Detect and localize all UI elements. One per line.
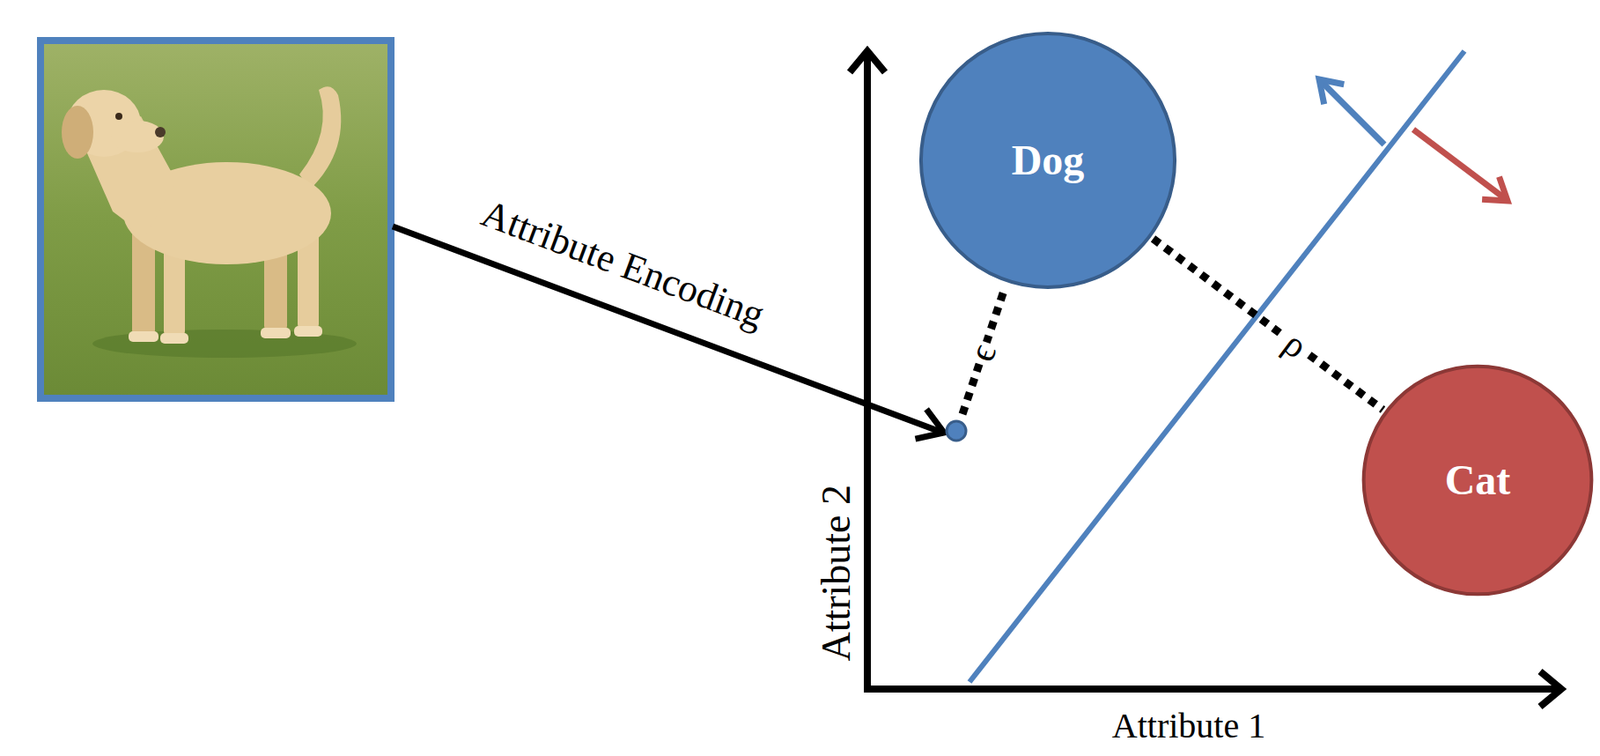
distance-symbol: ρ (1271, 319, 1320, 370)
dog-nose (154, 126, 166, 138)
circle-shape (1364, 366, 1593, 595)
dog-paw (260, 327, 291, 339)
class-name: Dog (1011, 137, 1085, 185)
y-axis-head (849, 51, 885, 73)
side-arrow (1320, 81, 1385, 145)
x-axis (863, 685, 1560, 693)
side-arrowhead (1319, 79, 1344, 104)
side-arrowhead (1482, 176, 1508, 201)
decision-boundary (969, 51, 1465, 682)
encoding-arrow (392, 226, 941, 432)
grass-ground (40, 40, 391, 399)
dog-snout (110, 120, 164, 153)
class-name: Cat (1445, 457, 1512, 504)
arrow-label: Attribute Encoding (475, 191, 770, 337)
axis-label: Attribute 2 (814, 484, 860, 662)
encoding-arrowhead (915, 408, 945, 439)
dog-eye (115, 112, 123, 120)
node-content: Dog (918, 30, 1178, 290)
x-axis-head (1540, 670, 1562, 707)
dog-paw (128, 331, 159, 342)
class-circle: Dog (918, 30, 1178, 290)
axis-label: Attribute 1 (1112, 706, 1266, 745)
dog-tail (299, 86, 341, 190)
side-arrow (1413, 129, 1506, 200)
class-circle: Cat (1361, 363, 1594, 597)
dotted-line (1153, 238, 1384, 410)
dog-ear (61, 105, 94, 159)
photo-frame (40, 40, 391, 399)
distance-connector (1153, 238, 1384, 410)
distance-symbol: ϵ (959, 335, 1006, 370)
dog-paw (294, 325, 323, 337)
dog-photo (40, 40, 391, 399)
node-content: Cat (1361, 363, 1594, 597)
y-axis (863, 52, 871, 693)
circle-shape (921, 33, 1175, 288)
dog-paw (160, 332, 189, 344)
encoded-point (946, 420, 966, 441)
